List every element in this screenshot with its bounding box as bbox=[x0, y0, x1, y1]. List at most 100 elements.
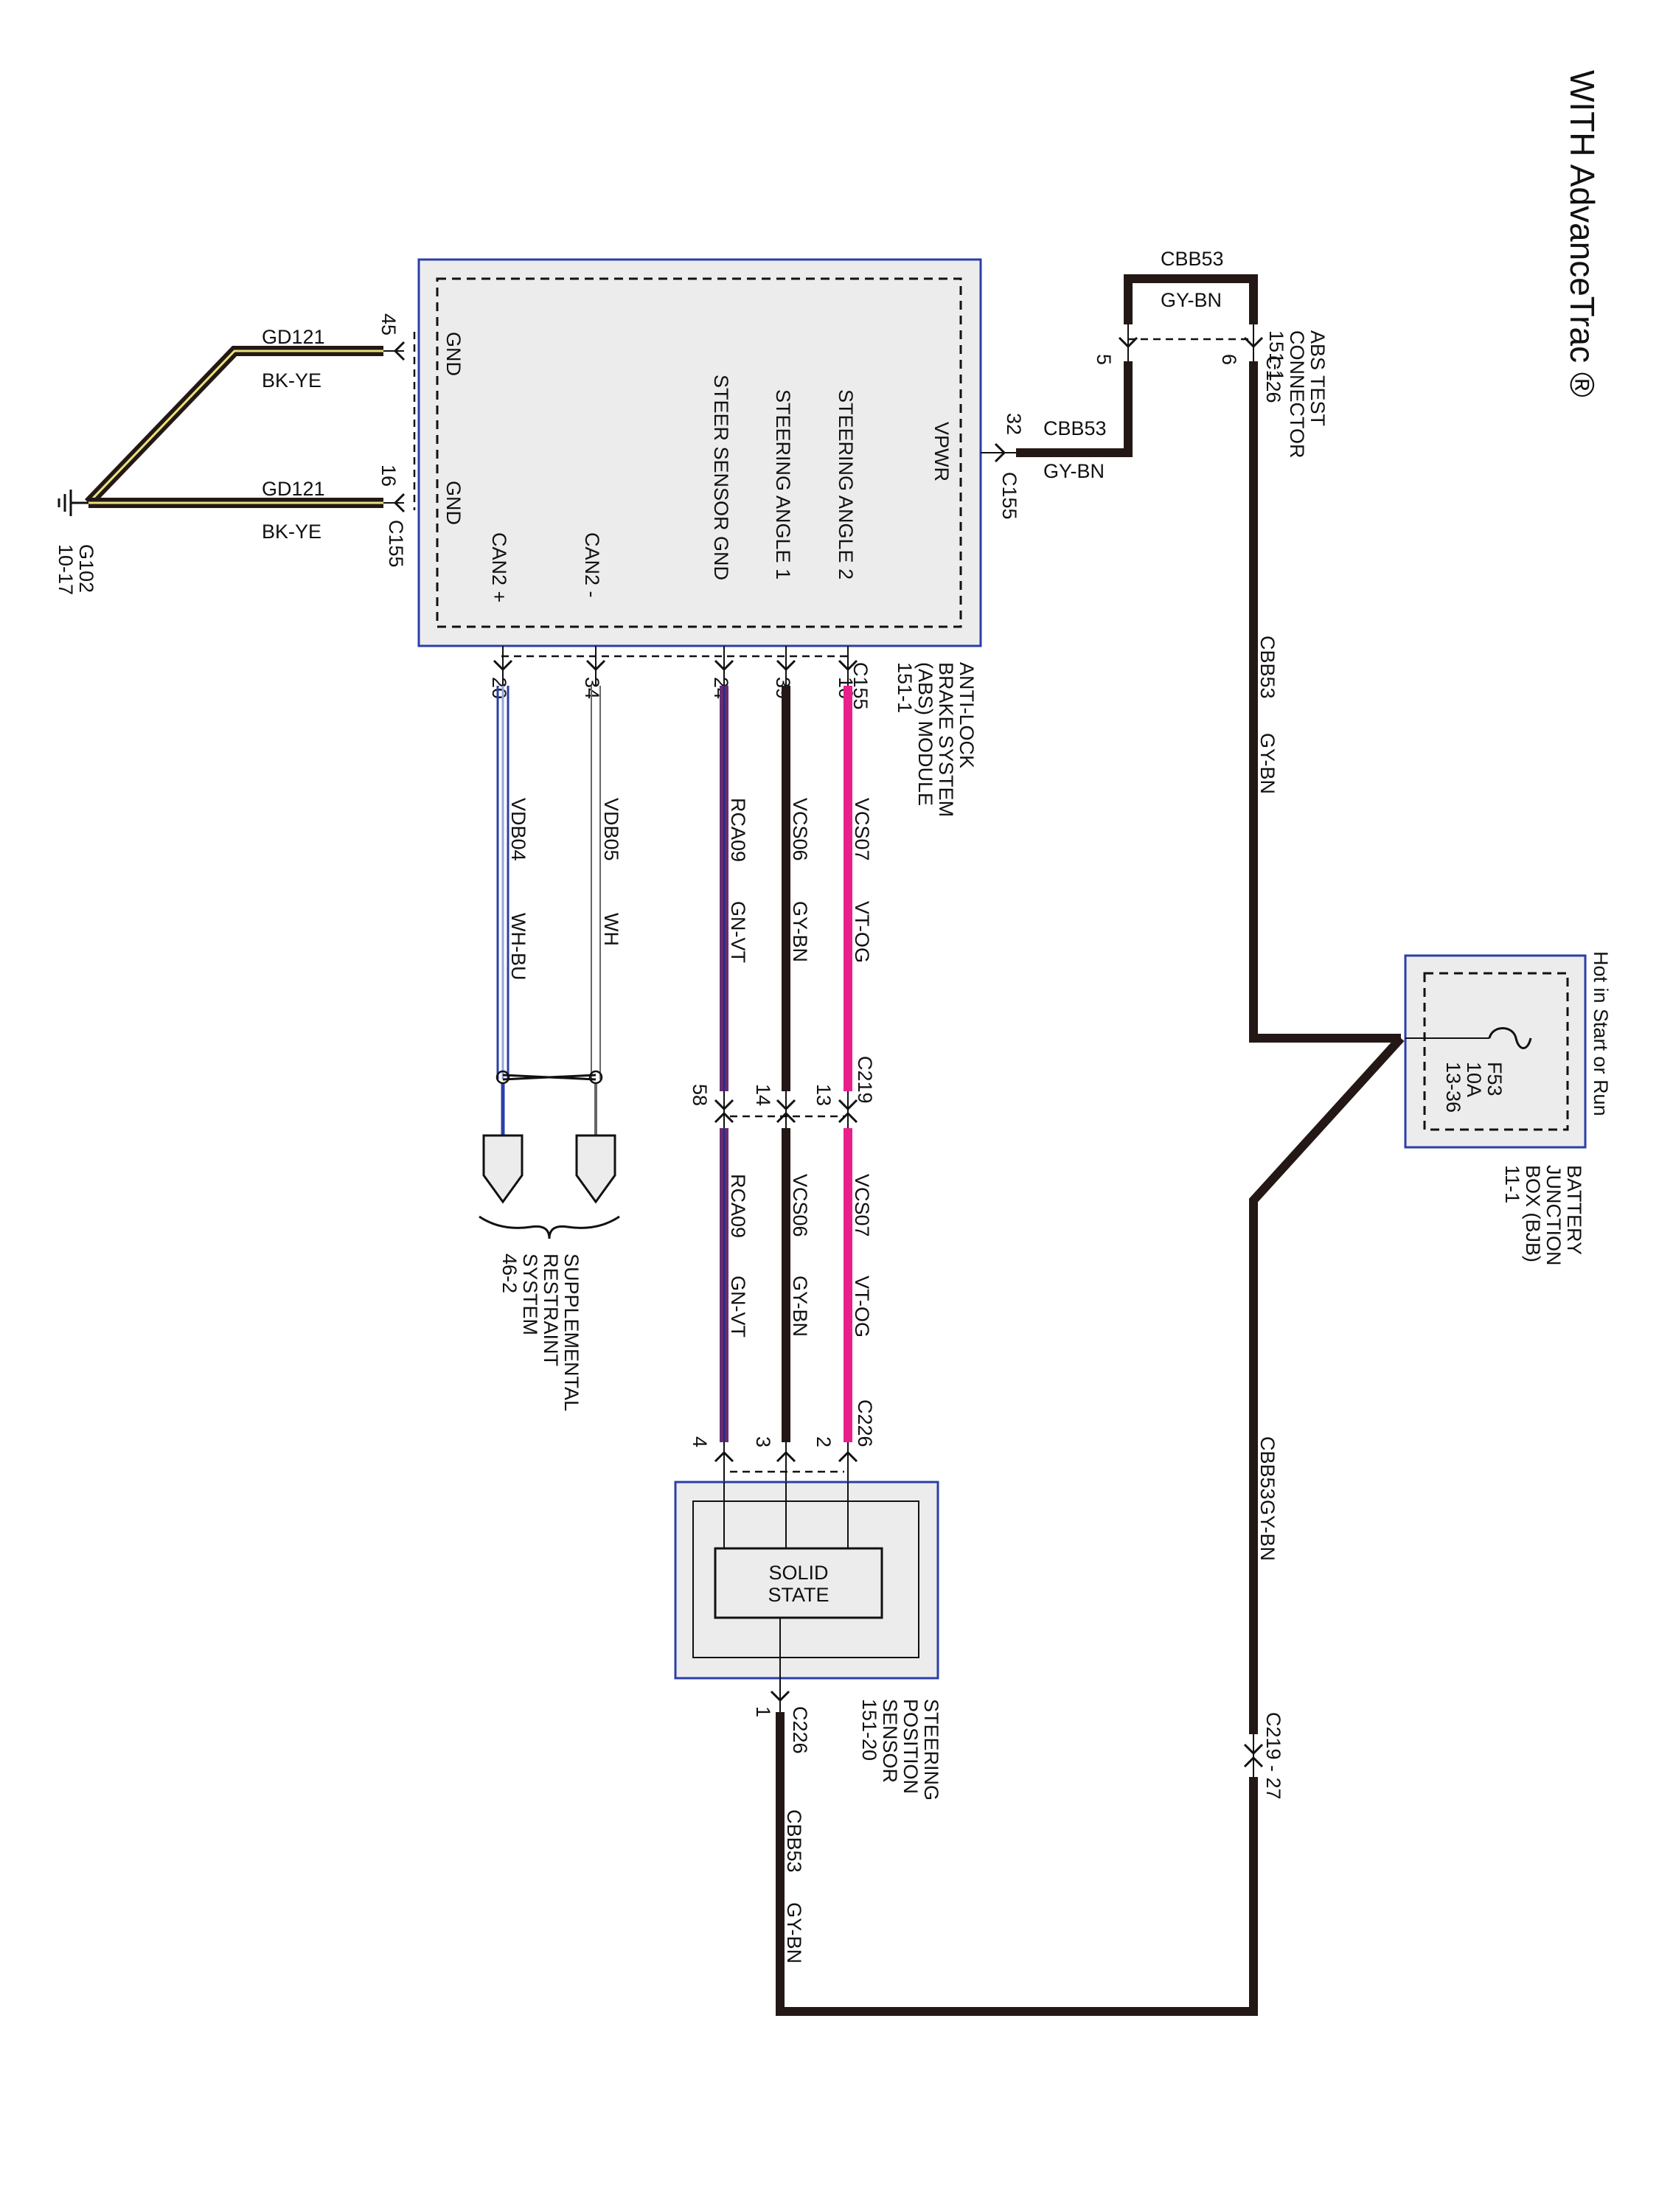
ground-wire-gd121-upper bbox=[84, 346, 383, 507]
pin-label-can2-minus: CAN2 - bbox=[581, 532, 603, 598]
c219-pin-58: 58 bbox=[689, 1084, 711, 1106]
srs-name-2: RESTRAINT bbox=[540, 1253, 562, 1366]
can-wire-vdb05-color: WH bbox=[600, 913, 622, 946]
vcs06-upper-color: GY-BN bbox=[789, 901, 811, 962]
feed-wire-bjb-return bbox=[1249, 1034, 1405, 1734]
abs-test-pin-5: 5 bbox=[1093, 354, 1115, 365]
pin-arrow-32 bbox=[994, 442, 1006, 463]
pin-arrow-10 bbox=[838, 659, 858, 672]
abs-test-name-1: ABS TEST bbox=[1307, 330, 1329, 426]
c226-pin-4: 4 bbox=[689, 1436, 711, 1447]
ground-point-id: G102 bbox=[75, 544, 97, 593]
can-wire-vdb05-circuit: VDB05 bbox=[600, 798, 622, 861]
bjb-name-4: 11-1 bbox=[1501, 1165, 1523, 1203]
feed-middle-circuit: CBB53 bbox=[1256, 1436, 1279, 1500]
pin-number-20: 20 bbox=[488, 677, 510, 699]
ground-point-ref: 10-17 bbox=[55, 544, 77, 595]
fuse-f53-id: F53 bbox=[1484, 1062, 1506, 1096]
abs-connector-bottom: C155 bbox=[849, 662, 872, 710]
abs-test-connector-id: C126 bbox=[1262, 355, 1284, 403]
pin-arrow-34 bbox=[585, 659, 606, 672]
abs-test-jumper-circuit: CBB53 bbox=[1161, 248, 1224, 270]
solid-state-line-1: SOLID bbox=[768, 1562, 828, 1584]
srs-name-1: SUPPLEMENTAL bbox=[560, 1253, 582, 1411]
vpwr-wire-cbb53 bbox=[1016, 361, 1133, 457]
abs-module-name-2: BRAKE SYSTEM bbox=[935, 662, 957, 817]
c219-pin-14: 14 bbox=[752, 1084, 774, 1106]
inline-connector-c219-27-label: C219 - 27 bbox=[1262, 1712, 1284, 1800]
can-wire-vdb05 bbox=[591, 686, 601, 1079]
rca09-lower-color: GN-VT bbox=[727, 1276, 749, 1338]
abs-module-name-3: (ABS) MODULE bbox=[914, 662, 936, 806]
srs-connector-minus-icon bbox=[575, 1134, 616, 1204]
vpwr-wire-circuit: CBB53 bbox=[1043, 417, 1107, 439]
c219-label: C219 bbox=[854, 1056, 876, 1104]
pin-label-steer-sensor-gnd: STEER SENSOR GND bbox=[710, 375, 732, 580]
srs-name-3: SYSTEM bbox=[519, 1253, 541, 1335]
pin-number-45: 45 bbox=[378, 313, 400, 335]
ground-wire-upper-color: BK-YE bbox=[262, 369, 321, 392]
can-wire-vdb04 bbox=[496, 686, 509, 1079]
solid-state-line-2: STATE bbox=[768, 1584, 829, 1606]
abs-module-name-4: 151-1 bbox=[894, 662, 916, 713]
abs-test-pin-6-icon bbox=[1243, 324, 1264, 361]
abs-test-jumper-color: GY-BN bbox=[1161, 289, 1222, 311]
feed-wire-upper bbox=[1249, 361, 1401, 1043]
bjb-hot-label: Hot in Start or Run bbox=[1590, 951, 1612, 1116]
twisted-pair-icon bbox=[495, 1070, 603, 1085]
vpwr-wire-color: GY-BN bbox=[1043, 460, 1105, 482]
sensor-name-4: 151-20 bbox=[858, 1699, 880, 1761]
srs-name-4: 46-2 bbox=[498, 1253, 521, 1293]
vcs06-lower-color: GY-BN bbox=[789, 1276, 811, 1337]
bjb-box bbox=[1404, 954, 1587, 1149]
vcs07-upper-color: VT-OG bbox=[851, 901, 873, 963]
pin-number-32: 32 bbox=[1003, 413, 1025, 435]
can-wire-vdb04-color: WH-BU bbox=[507, 913, 529, 980]
pin-label-vpwr: VPWR bbox=[931, 422, 953, 481]
solid-state-box bbox=[714, 1547, 883, 1619]
c226-pin-3: 3 bbox=[752, 1436, 774, 1447]
c226-connector-icon bbox=[714, 1442, 858, 1482]
rca09-upper-circuit: RCA09 bbox=[727, 798, 749, 862]
pin-label-steering-angle-1: STEERING ANGLE 1 bbox=[772, 389, 794, 580]
pin-label-can2-plus: CAN2 + bbox=[488, 532, 510, 602]
abs-test-name-3: 151-1 bbox=[1265, 330, 1287, 381]
abs-test-jumper-wire bbox=[1124, 274, 1258, 324]
vcs06-upper-circuit: VCS06 bbox=[789, 798, 811, 861]
bjb-name-1: BATTERY bbox=[1563, 1165, 1585, 1255]
c226-label-top: C226 bbox=[854, 1399, 876, 1447]
sensor-name-3: SENSOR bbox=[879, 1699, 901, 1783]
fuse-f53-ref: 13-36 bbox=[1442, 1062, 1464, 1113]
pin-label-steering-angle-2: STEERING ANGLE 2 bbox=[835, 389, 857, 580]
can-wire-vdb04-circuit: VDB04 bbox=[507, 798, 529, 861]
ground-wire-upper-circuit: GD121 bbox=[262, 326, 325, 348]
diagram-title: WITH AdvanceTrac ® bbox=[1563, 70, 1601, 397]
pin-label-gnd-45: GND bbox=[442, 332, 465, 376]
rca09-lower-circuit: RCA09 bbox=[727, 1174, 749, 1238]
pin-arrow-24 bbox=[714, 659, 734, 672]
feed-wire-lower bbox=[776, 1712, 1258, 2016]
abs-test-pin-5-icon bbox=[1118, 324, 1138, 361]
pin-arrow-45 bbox=[393, 341, 406, 361]
abs-connector-right: C155 bbox=[998, 472, 1020, 520]
abs-module-name-1: ANTI-LOCK bbox=[956, 662, 978, 768]
ground-wire-lower-color: BK-YE bbox=[262, 521, 321, 543]
bjb-inner-dash bbox=[1423, 972, 1569, 1131]
pin-arrow-39 bbox=[776, 659, 796, 672]
c226-pin-1: 1 bbox=[752, 1706, 774, 1717]
fuse-f53-icon bbox=[1488, 1027, 1532, 1049]
bjb-name-3: BOX (BJB) bbox=[1522, 1165, 1544, 1262]
abs-connector-left: C155 bbox=[385, 520, 407, 568]
inline-connector-c219-27-icon bbox=[1243, 1734, 1264, 1777]
sensor-pin-1-arrow-icon bbox=[770, 1690, 790, 1703]
feed-middle-color: GY-BN bbox=[1256, 1500, 1279, 1561]
c219-connector-icon bbox=[714, 1091, 858, 1128]
ground-wire-gd121-upper-stripe bbox=[87, 349, 383, 504]
sensor-name-2: POSITION bbox=[900, 1699, 922, 1794]
feed-upper-circuit: CBB53 bbox=[1256, 636, 1279, 699]
srs-brace-icon bbox=[479, 1215, 620, 1239]
sensor-name-1: STEERING bbox=[920, 1699, 942, 1801]
ground-wire-lower-circuit: GD121 bbox=[262, 478, 325, 500]
feed-upper-color: GY-BN bbox=[1256, 733, 1279, 794]
